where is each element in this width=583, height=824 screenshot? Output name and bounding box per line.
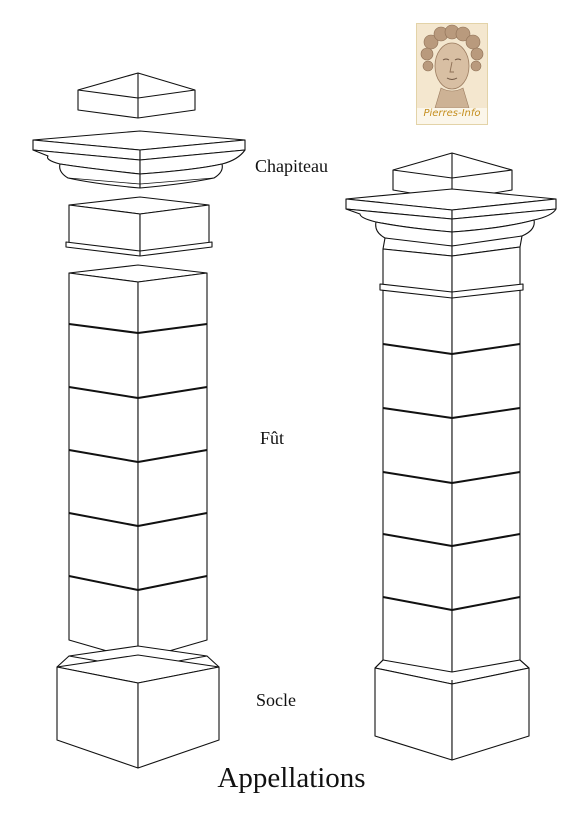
pierres-info-logo: Pierres-Info xyxy=(416,23,488,125)
label-chapiteau: Chapiteau xyxy=(255,156,328,176)
label-fut: Fût xyxy=(260,428,285,448)
right-pillar xyxy=(345,152,557,761)
left-base xyxy=(56,645,220,769)
left-shaft xyxy=(68,264,208,661)
right-shaft xyxy=(379,246,524,681)
label-socle: Socle xyxy=(256,690,296,710)
right-base xyxy=(374,659,530,761)
left-capital xyxy=(32,130,246,189)
left-cap-top xyxy=(77,72,196,119)
logo-caption: Pierres-Info xyxy=(423,108,481,119)
diagram-title: Appellations xyxy=(217,762,366,794)
left-pillar xyxy=(32,72,246,769)
left-collar-block xyxy=(65,196,213,257)
right-capital xyxy=(345,188,557,257)
sculpted-head-icon xyxy=(417,24,487,109)
